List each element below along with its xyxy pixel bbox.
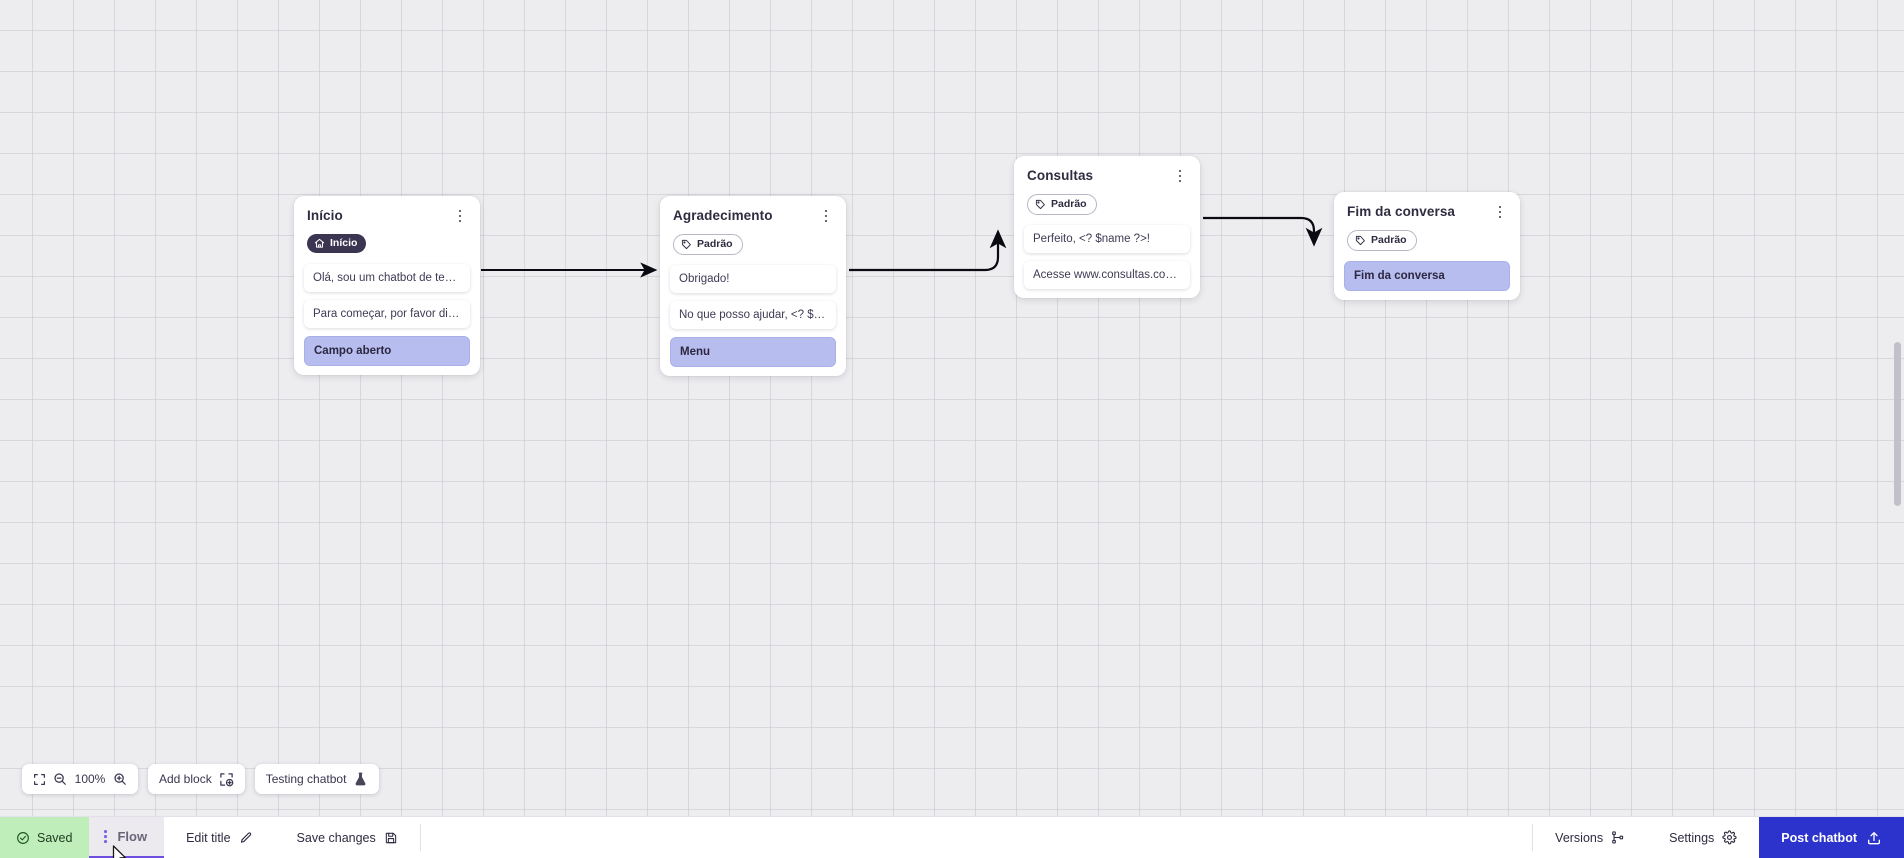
add-block-button[interactable]: Add block: [148, 764, 245, 794]
node-messages: Obrigado! No que posso ajudar, <? $name …: [660, 265, 846, 376]
save-changes-label: Save changes: [296, 830, 376, 845]
node-tag[interactable]: Padrão: [1347, 230, 1417, 251]
status-bar: Saved Flow Edit title Save changes Versi…: [0, 816, 1904, 858]
check-circle-icon: [17, 831, 29, 844]
saved-status-badge: Saved: [0, 817, 90, 858]
branch-icon: [1612, 831, 1624, 844]
testing-chatbot-button[interactable]: Testing chatbot: [254, 764, 380, 794]
flow-canvas[interactable]: Início Início Olá, sou um chatbot de tes…: [0, 0, 1904, 816]
tab-flow[interactable]: Flow: [89, 817, 165, 858]
settings-button[interactable]: Settings: [1647, 817, 1759, 858]
node-title: Início: [307, 208, 343, 223]
zoom-out-icon[interactable]: [53, 772, 67, 786]
status-bar-spacer: [421, 817, 1532, 858]
node-messages: Fim da conversa: [1334, 261, 1520, 300]
node-message[interactable]: Olá, sou um chatbot de teste!: [304, 264, 470, 292]
add-block-icon: [219, 772, 234, 787]
post-chatbot-button[interactable]: Post chatbot: [1759, 817, 1904, 858]
node-menu-button[interactable]: [1172, 167, 1188, 185]
node-header: Início: [294, 207, 480, 225]
node-tag-row: Início: [294, 225, 480, 264]
node-menu-button[interactable]: [818, 207, 834, 225]
node-header: Consultas: [1014, 167, 1200, 185]
testing-chatbot-label: Testing chatbot: [265, 772, 347, 786]
node-title: Agradecimento: [673, 208, 773, 223]
fit-screen-icon[interactable]: [33, 773, 46, 786]
edit-title-button[interactable]: Edit title: [164, 817, 274, 858]
node-tag-row: Padrão: [1014, 185, 1200, 225]
node-message[interactable]: Acesse www.consultas.com par...: [1024, 261, 1190, 289]
node-menu-button[interactable]: [1492, 203, 1508, 221]
status-bar-divider: [1532, 824, 1534, 851]
node-tag-label: Padrão: [1371, 234, 1407, 246]
node-message[interactable]: Obrigado!: [670, 265, 836, 293]
node-tag-label: Início: [330, 237, 358, 249]
zoom-controls[interactable]: 100%: [22, 764, 138, 794]
node-tag[interactable]: Padrão: [673, 234, 743, 255]
pencil-icon: [240, 831, 251, 843]
flow-node-agradecimento[interactable]: Agradecimento Padrão Obrigado! No que po…: [660, 196, 846, 376]
floppy-disk-icon: [385, 832, 396, 843]
drag-handle-icon[interactable]: [97, 829, 113, 845]
tag-icon: [1035, 199, 1045, 210]
flow-node-fim-da-conversa[interactable]: Fim da conversa Padrão Fim da conversa: [1334, 192, 1520, 300]
flow-node-consultas[interactable]: Consultas Padrão Perfeito, <? $name ?>! …: [1014, 156, 1200, 298]
upload-icon: [1868, 831, 1880, 844]
flow-node-inicio[interactable]: Início Início Olá, sou um chatbot de tes…: [294, 196, 480, 375]
node-header: Agradecimento: [660, 207, 846, 225]
saved-label: Saved: [37, 830, 73, 845]
node-message[interactable]: No que posso ajudar, <? $name ...: [670, 301, 836, 329]
node-header: Fim da conversa: [1334, 203, 1520, 221]
node-tag-label: Padrão: [697, 238, 733, 250]
canvas-vertical-scrollbar[interactable]: [1893, 0, 1904, 816]
tab-flow-label: Flow: [117, 829, 148, 844]
node-tag[interactable]: Início: [307, 234, 367, 253]
zoom-level-label: 100%: [74, 772, 106, 786]
node-message-accent[interactable]: Fim da conversa: [1344, 261, 1510, 291]
versions-button[interactable]: Versions: [1533, 817, 1647, 858]
settings-label: Settings: [1669, 830, 1715, 845]
flask-icon: [353, 771, 368, 787]
canvas-toolbar: 100% Add block Testing chatbot: [22, 764, 380, 794]
edit-title-label: Edit title: [186, 830, 231, 845]
add-block-label: Add block: [159, 772, 212, 786]
connector-layer: [481, 216, 1323, 278]
node-tag-label: Padrão: [1051, 198, 1087, 210]
node-title: Consultas: [1027, 168, 1094, 183]
zoom-in-icon[interactable]: [113, 772, 127, 786]
node-tag-row: Padrão: [1334, 221, 1520, 261]
home-icon: [314, 238, 325, 248]
post-chatbot-label: Post chatbot: [1781, 830, 1857, 845]
node-tag[interactable]: Padrão: [1027, 194, 1097, 215]
node-title: Fim da conversa: [1347, 204, 1456, 219]
gear-icon: [1722, 830, 1737, 845]
edge-consultas-fim: [1203, 216, 1323, 247]
node-message-accent[interactable]: Campo aberto: [304, 336, 470, 366]
tag-icon: [681, 239, 691, 250]
node-message[interactable]: Perfeito, <? $name ?>!: [1024, 225, 1190, 253]
save-changes-button[interactable]: Save changes: [275, 817, 420, 858]
node-messages: Olá, sou um chatbot de teste! Para começ…: [294, 264, 480, 375]
node-tag-row: Padrão: [660, 225, 846, 265]
status-bar-divider: [419, 824, 421, 851]
vertical-scrollbar-thumb[interactable]: [1894, 342, 1901, 506]
node-menu-button[interactable]: [452, 207, 468, 225]
versions-label: Versions: [1555, 830, 1604, 845]
node-message[interactable]: Para começar, por favor digite o ...: [304, 300, 470, 328]
tag-icon: [1355, 235, 1365, 246]
node-messages: Perfeito, <? $name ?>! Acesse www.consul…: [1014, 225, 1200, 298]
node-message-accent[interactable]: Menu: [670, 337, 836, 367]
edge-agradecimento-consultas: [849, 229, 1007, 272]
